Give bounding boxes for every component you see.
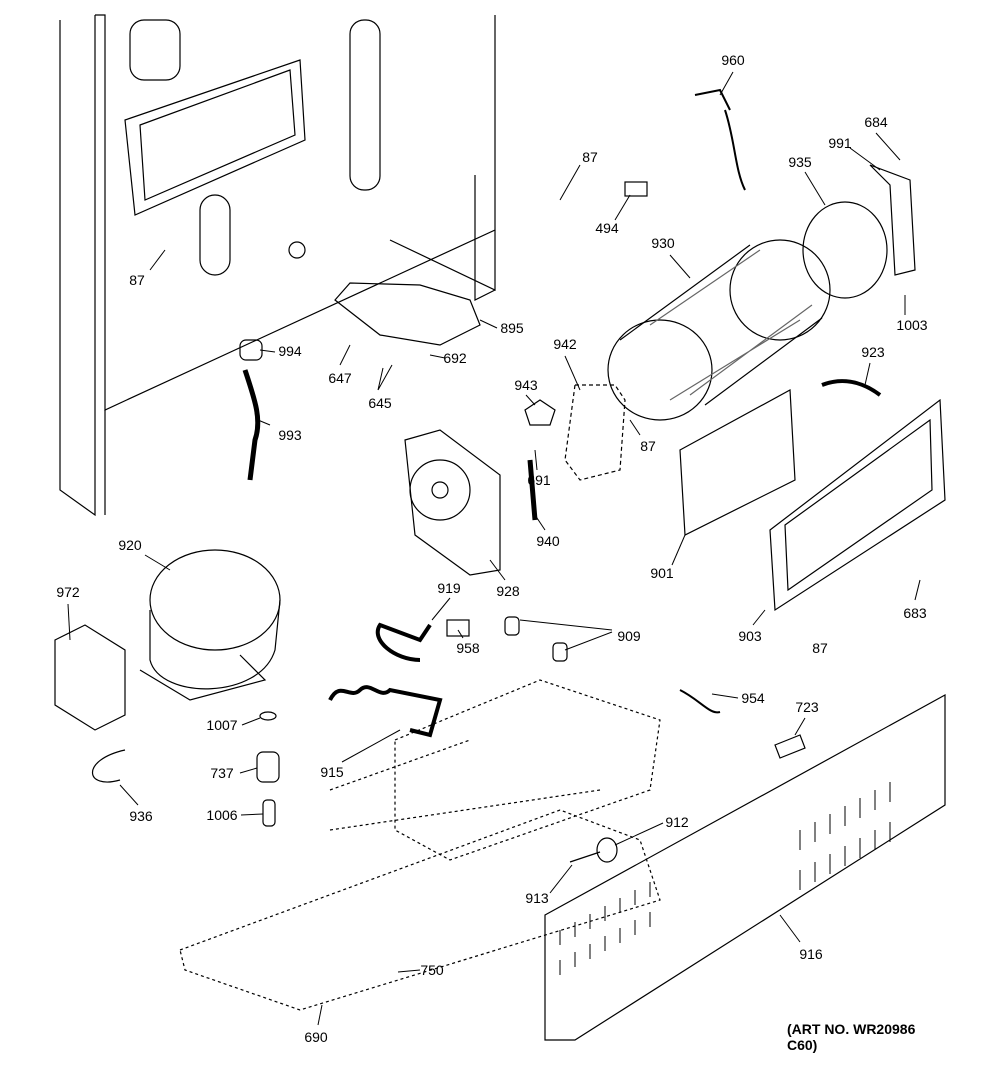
part-label[interactable]: 895 [500,320,524,336]
part-label[interactable]: 723 [795,699,819,715]
part-935-cover [802,201,888,299]
part-label[interactable]: 494 [595,220,619,236]
part-label[interactable]: 930 [651,235,675,251]
part-label[interactable]: 87 [582,149,598,165]
part-label[interactable]: 960 [721,52,745,68]
part-991-bracket [869,164,916,276]
part-label[interactable]: 909 [617,628,641,644]
part-915-tube [328,685,443,738]
part-label[interactable]: 903 [738,628,762,644]
part-923-harness [821,379,882,397]
part-label[interactable]: 1003 [896,317,928,333]
part-label[interactable]: 913 [525,890,549,906]
part-label[interactable]: 692 [443,350,467,366]
part-label[interactable]: 1007 [206,717,238,733]
part-895-valve-bracket [334,282,481,346]
part-901-control-board [679,389,796,536]
part-label[interactable]: 920 [118,537,142,553]
part-label[interactable]: 915 [320,764,344,780]
base-pan [394,679,661,861]
base-frame [179,809,661,1011]
part-label[interactable]: 1006 [206,807,238,823]
part-label[interactable]: 935 [788,154,812,170]
part-label[interactable]: 690 [304,1029,328,1045]
part-label[interactable]: 942 [553,336,577,352]
part-label[interactable]: 87 [812,640,828,656]
part-label[interactable]: 943 [514,377,538,393]
part-936-wire [92,749,126,783]
part-1007 [259,711,277,721]
part-label[interactable]: 919 [437,580,461,596]
part-1006 [262,799,276,827]
part-label[interactable]: 994 [278,343,302,359]
part-919-tube [375,622,432,662]
part-label[interactable]: 936 [129,808,153,824]
part-972-inverter [54,624,126,731]
part-723 [774,734,806,759]
part-909 [504,616,520,636]
part-494 [624,181,648,197]
part-label[interactable]: 991 [828,135,852,151]
part-940 [527,459,538,521]
part-label[interactable]: 901 [650,565,674,581]
part-920-compressor [139,549,281,701]
part-960-power-cord [694,88,746,191]
part-label[interactable]: 691 [527,472,551,488]
part-label[interactable]: 940 [536,533,560,549]
part-label[interactable]: 684 [864,114,888,130]
part-label[interactable]: 737 [210,765,234,781]
part-label[interactable]: 645 [368,395,392,411]
part-label[interactable]: 954 [741,690,765,706]
part-958 [446,619,470,637]
part-label[interactable]: 928 [496,583,520,599]
leader-lines [67,71,921,1026]
part-label[interactable]: 958 [456,640,480,656]
part-930-condenser-coil [607,239,831,421]
part-903-cover [769,398,946,612]
part-label[interactable]: 87 [129,272,145,288]
part-label[interactable]: 87 [640,438,656,454]
part-916-grille [544,693,946,1041]
part-942-group [564,384,626,481]
part-954-harness [679,689,721,714]
part-label[interactable]: 683 [903,605,927,621]
part-label[interactable]: 993 [278,427,302,443]
part-913 [569,851,601,863]
part-label[interactable]: 972 [56,584,80,600]
part-label[interactable]: 750 [420,962,444,978]
cabinet-back [59,14,496,517]
part-label[interactable]: 923 [861,344,885,360]
part-912 [596,837,618,863]
part-993-tube [242,369,261,481]
part-928-fan-shroud [404,429,501,576]
part-label[interactable]: 912 [665,814,689,830]
part-943 [524,399,556,426]
part-label[interactable]: 647 [328,370,352,386]
art-number: (ART NO. WR20986 C60) [787,1021,916,1053]
part-label[interactable]: 916 [799,946,823,962]
part-737 [256,751,280,783]
